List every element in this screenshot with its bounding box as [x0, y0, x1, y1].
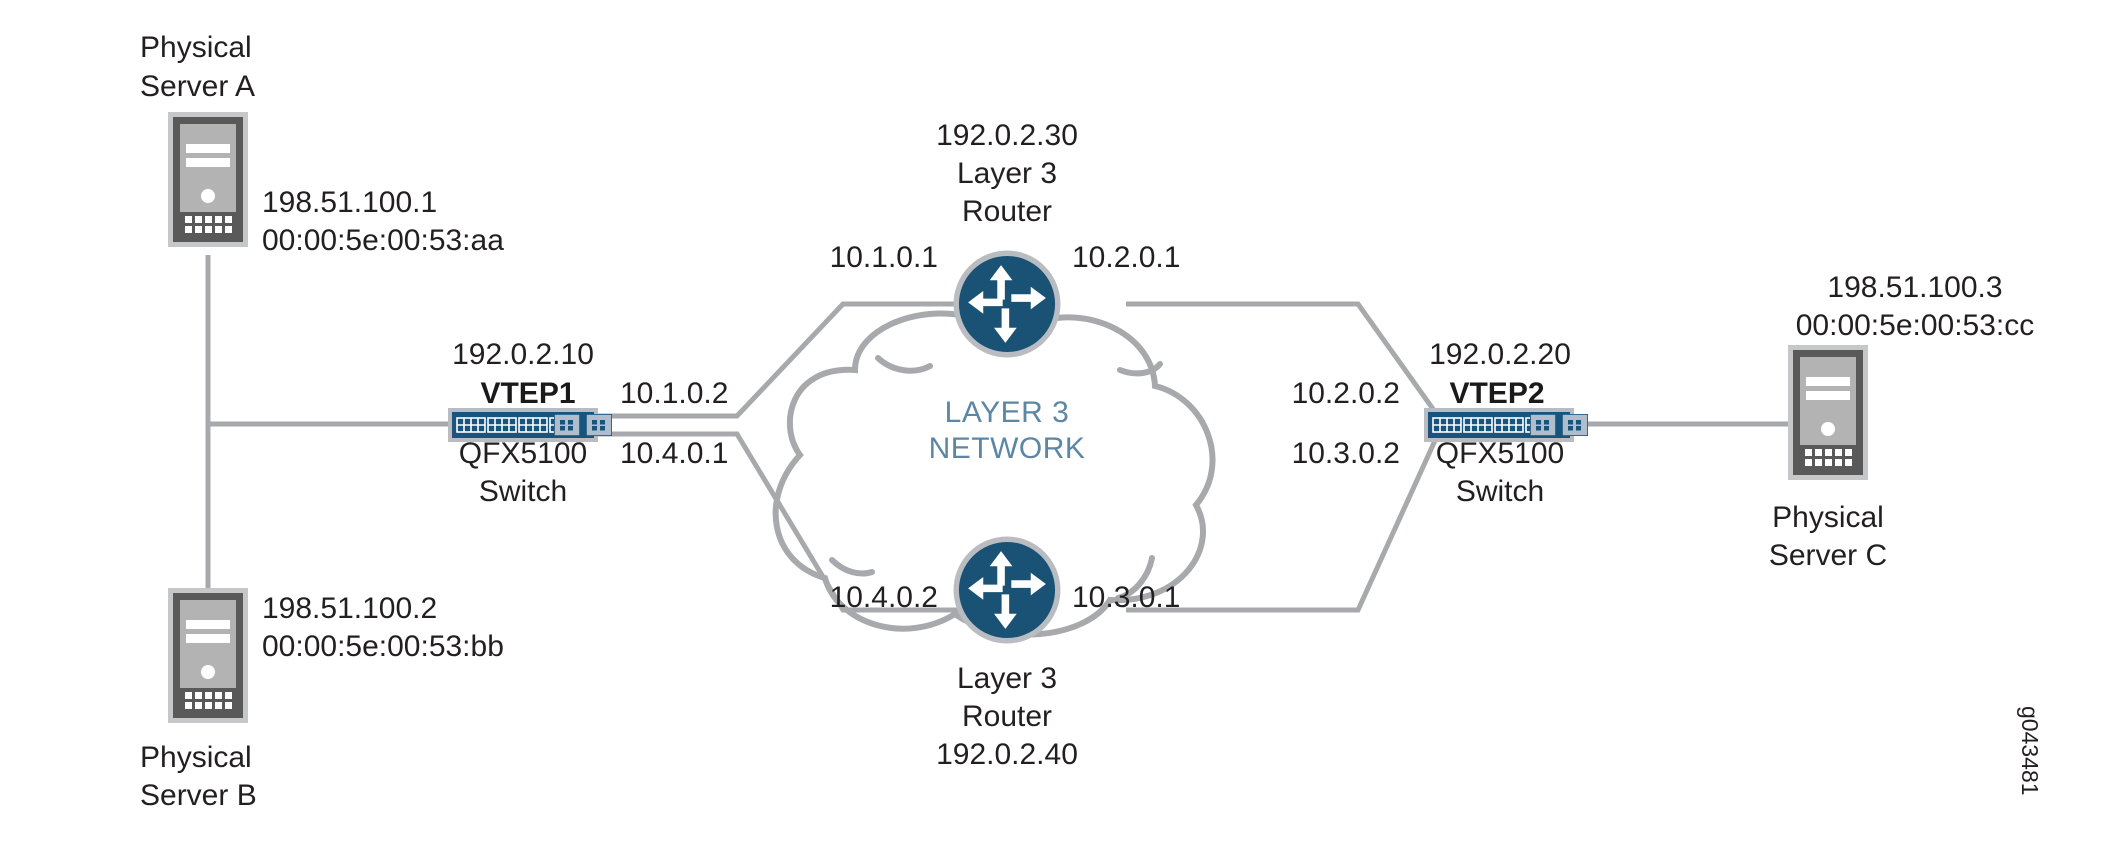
link-vtep1-to-router-bottom — [592, 431, 975, 613]
router-bottom-loopback: 192.0.2.40 — [936, 738, 1078, 771]
switch-module-icon — [1530, 414, 1556, 436]
vtep2-type: Switch — [1456, 475, 1544, 508]
router-bottom-node[interactable]: 10.4.0.2 10.3.0.1 Layer 3 Router 192.0.2… — [830, 539, 1181, 771]
router-top-node[interactable]: 192.0.2.30 Layer 3 Router 10.1.0.1 10.2.… — [830, 119, 1181, 355]
watermark-id: g043481 — [2017, 706, 2043, 796]
switch-module-icon — [1562, 414, 1588, 436]
server-a-name-line2: Server A — [140, 70, 255, 103]
server-b-mac: 00:00:5e:00:53:bb — [262, 630, 504, 663]
vtep2-interface-lower: 10.3.0.2 — [1292, 437, 1400, 470]
vtep2-interface-upper: 10.2.0.2 — [1292, 377, 1400, 410]
vtep2-model: QFX5100 — [1436, 437, 1564, 470]
router-top-name-line2: Router — [962, 195, 1052, 228]
cloud-scallop-top-left — [875, 355, 933, 374]
router-icon[interactable] — [956, 539, 1058, 641]
layer3-network-cloud: LAYER 3 NETWORK — [772, 310, 1216, 638]
router-bottom-name-line2: Router — [962, 700, 1052, 733]
server-c-ip: 198.51.100.3 — [1827, 271, 2002, 304]
server-a-mac: 00:00:5e:00:53:aa — [262, 224, 504, 257]
switch-module-icon — [586, 414, 612, 436]
server-c-node[interactable]: 198.51.100.3 00:00:5e:00:53:cc Physical … — [1769, 271, 2034, 572]
vtep1-interface-lower: 10.4.0.1 — [620, 437, 728, 470]
cloud-label-line1: LAYER 3 — [945, 396, 1070, 429]
vtep1-type: Switch — [479, 475, 567, 508]
server-a-ip: 198.51.100.1 — [262, 186, 437, 219]
server-a-name-line1: Physical — [140, 31, 252, 64]
router-top-name-line1: Layer 3 — [957, 157, 1057, 190]
link-vtep1-to-router-top — [592, 301, 975, 419]
vtep2-node[interactable]: 192.0.2.20 VTEP2 QFX5100 Switch 10.2.0.2… — [1292, 338, 1588, 508]
router-top-interface-left: 10.1.0.1 — [830, 241, 938, 274]
server-c-name-line2: Server C — [1769, 539, 1887, 572]
vtep2-label: VTEP2 — [1449, 377, 1544, 410]
router-bottom-interface-right: 10.3.0.1 — [1072, 581, 1180, 614]
server-b-name-line2: Server B — [140, 779, 257, 812]
vtep1-loopback: 192.0.2.10 — [452, 338, 594, 371]
router-top-interface-right: 10.2.0.1 — [1072, 241, 1180, 274]
server-b-ip: 198.51.100.2 — [262, 592, 437, 625]
vtep1-label: VTEP1 — [480, 377, 575, 410]
switch-module-icon — [554, 414, 580, 436]
server-a-node[interactable]: Physical Server A 198.51.100.1 00:00:5e:… — [140, 31, 504, 257]
vtep1-node[interactable]: 192.0.2.10 VTEP1 QFX5100 Switch 10.1.0.2… — [448, 338, 728, 508]
server-b-name-line1: Physical — [140, 741, 252, 774]
cloud-scallop-bottom-left — [829, 557, 875, 577]
vtep1-model: QFX5100 — [459, 437, 587, 470]
connection-lines — [205, 255, 1790, 613]
vtep2-loopback: 192.0.2.20 — [1429, 338, 1571, 371]
server-c-mac: 00:00:5e:00:53:cc — [1796, 309, 2035, 342]
cloud-scallop-bottom-right — [1115, 555, 1155, 601]
cloud-label-line2: NETWORK — [929, 432, 1086, 465]
cloud-scallop-top-right — [1117, 361, 1163, 377]
server-c-name-line1: Physical — [1772, 501, 1884, 534]
server-tower-icon[interactable] — [1788, 345, 1868, 480]
router-bottom-name-line1: Layer 3 — [957, 662, 1057, 695]
server-tower-icon[interactable] — [168, 588, 248, 723]
vtep1-interface-upper: 10.1.0.2 — [620, 377, 728, 410]
server-b-node[interactable]: 198.51.100.2 00:00:5e:00:53:bb Physical … — [140, 588, 504, 812]
router-top-loopback: 192.0.2.30 — [936, 119, 1078, 152]
server-tower-icon[interactable] — [168, 112, 248, 247]
router-icon[interactable] — [956, 253, 1058, 355]
cloud-outline — [772, 310, 1216, 638]
router-bottom-interface-left: 10.4.0.2 — [830, 581, 938, 614]
